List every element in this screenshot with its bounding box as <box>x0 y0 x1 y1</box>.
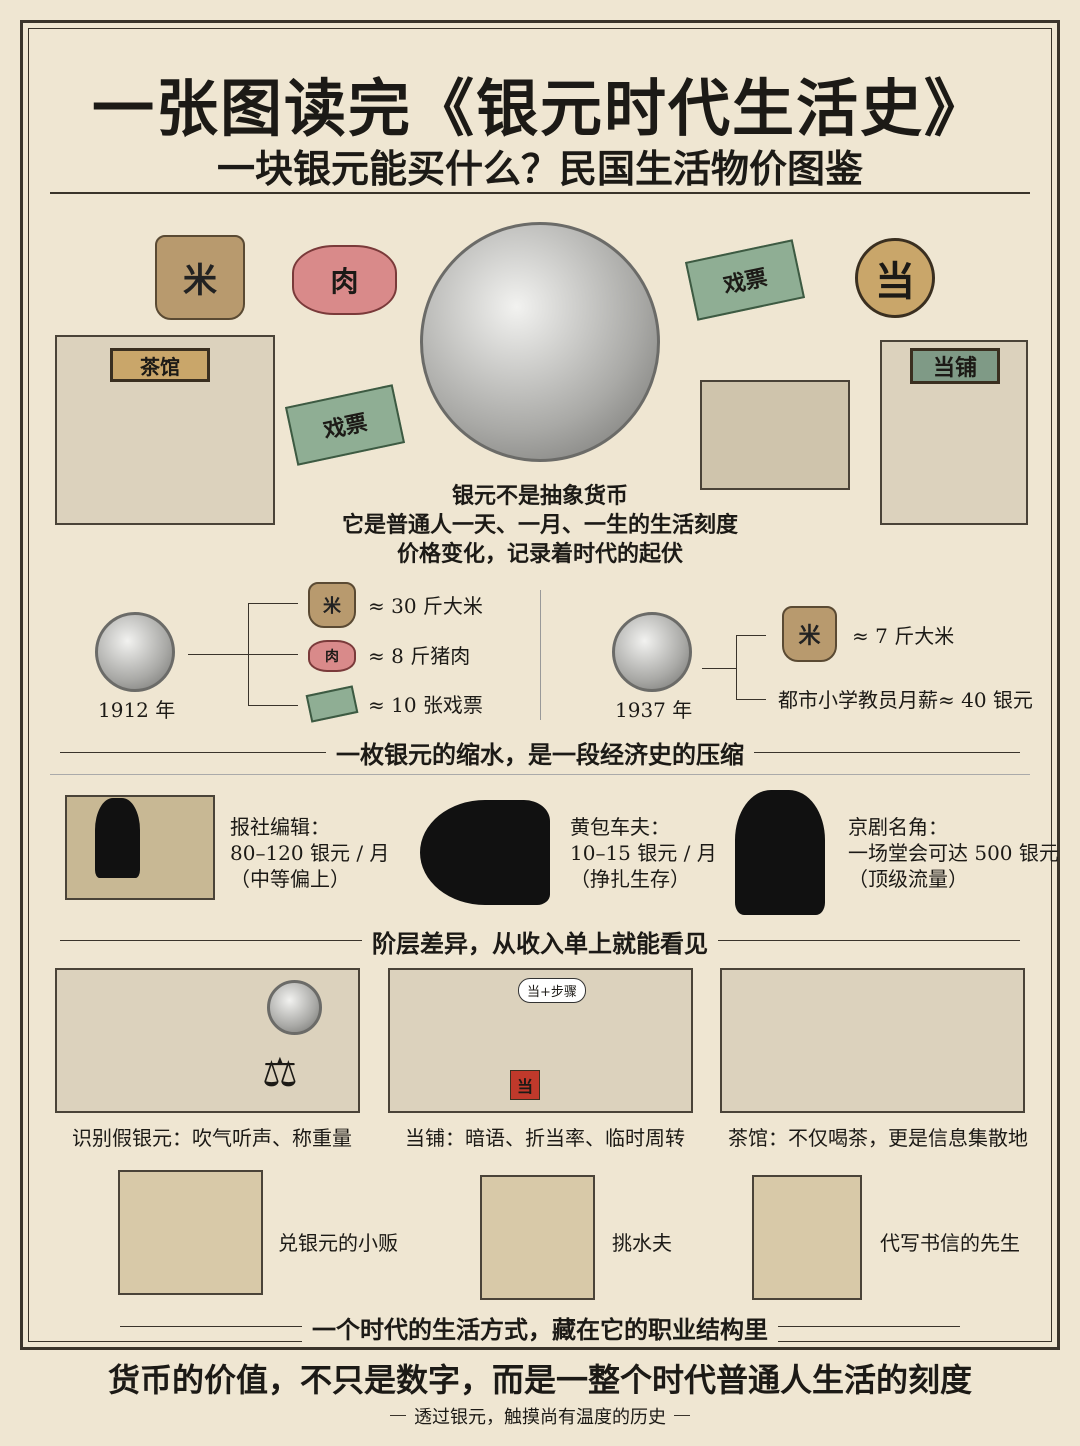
outer-border <box>20 20 1060 1350</box>
rice-icon: 米 <box>308 582 356 628</box>
income-title: 黄包车夫： <box>570 815 670 839</box>
page-title: 一张图读完《银元时代生活史》 <box>91 72 988 145</box>
opera-star-silhouette <box>735 790 825 915</box>
income-note: （中等偏上） <box>230 867 350 891</box>
speech-bubble: 当+步骤 <box>518 978 586 1003</box>
coin-vendor-illustration <box>118 1170 263 1295</box>
intro-line: 价格变化，记录着时代的起伏 <box>396 541 683 567</box>
item-1912: ≈ 10 张戏票 <box>368 693 483 717</box>
income-opera: 京剧名角： 一场堂会可达 500 银元 （顶级流量） <box>848 814 1059 892</box>
income-note: （顶级流量） <box>848 867 968 891</box>
item-1937: ≈ 7 斤大米 <box>852 624 955 648</box>
coin-1937 <box>612 612 692 692</box>
teahouse-sign: 茶馆 <box>110 348 210 382</box>
section-caption: 一枚银元的缩水，是一段经济史的压缩 <box>326 740 754 769</box>
editor-figure <box>95 798 140 878</box>
coin-icon <box>267 980 322 1035</box>
income-editor: 报社编辑： 80–120 银元 / 月 （中等偏上） <box>230 814 389 892</box>
meat-illustration: 肉 <box>292 245 397 315</box>
teahouse-scene <box>720 968 1025 1113</box>
rice-bag-illustration: 米 <box>155 235 245 320</box>
income-value: 一场堂会可达 500 银元 <box>848 841 1059 865</box>
income-value: 10–15 银元 / 月 <box>570 841 717 865</box>
job-label: 代写书信的先生 <box>880 1231 1020 1255</box>
editor-silhouette <box>65 795 215 900</box>
intro-line: 银元不是抽象货币 <box>451 483 628 509</box>
intro-text: 银元不是抽象货币 它是普通人一天、一月、一生的生活刻度 价格变化，记录着时代的起… <box>290 482 790 569</box>
letter-writer-illustration <box>752 1175 862 1300</box>
year-1912: 1912 年 <box>98 698 176 722</box>
job-label: 兑银元的小贩 <box>278 1231 398 1255</box>
silver-dollar-coin <box>420 222 660 462</box>
income-note: （挣扎生存） <box>570 867 690 891</box>
intro-line: 它是普通人一天、一月、一生的生活刻度 <box>341 512 738 538</box>
coin-1912 <box>95 612 175 692</box>
water-carrier-illustration <box>480 1175 595 1300</box>
item-1912: ≈ 30 斤大米 <box>368 594 483 618</box>
section-caption: 一个时代的生活方式，藏在它的职业结构里 <box>302 1315 778 1344</box>
income-title: 京剧名角： <box>848 815 948 839</box>
rice-icon: 米 <box>782 606 837 662</box>
scene-caption: 当铺：暗语、折当率、临时周转 <box>405 1126 685 1150</box>
pawn-mark: 当 <box>510 1070 540 1100</box>
footer-main: 货币的价值，不只是数字，而是一整个时代普通人生活的刻度 <box>107 1361 972 1399</box>
pawn-shop-round-sign: 当 <box>855 238 935 318</box>
page-subtitle: 一块银元能买什么？民国生活物价图鉴 <box>216 146 863 191</box>
fake-coin-scene: ⚖ <box>55 968 360 1113</box>
pawnshop-scene: 当+步骤 当 <box>388 968 693 1113</box>
pawnshop-sign: 当铺 <box>910 348 1000 384</box>
item-1912: ≈ 8 斤猪肉 <box>368 644 471 668</box>
divider <box>50 192 1030 194</box>
income-title: 报社编辑： <box>230 815 330 839</box>
scene-caption: 识别假银元：吹气听声、称重量 <box>72 1126 352 1150</box>
rickshaw-illustration <box>700 380 850 490</box>
job-label: 挑水夫 <box>612 1231 672 1255</box>
income-rickshaw: 黄包车夫： 10–15 银元 / 月 （挣扎生存） <box>570 814 717 892</box>
section-caption: 阶层差异，从收入单上就能看见 <box>362 929 718 958</box>
scale-icon: ⚖ <box>262 1050 298 1096</box>
income-value: 80–120 银元 / 月 <box>230 841 390 865</box>
item-1937: 都市小学教员月薪≈ 40 银元 <box>778 688 1033 712</box>
rickshaw-puller-silhouette <box>420 800 550 905</box>
year-1937: 1937 年 <box>615 698 693 722</box>
meat-icon: 肉 <box>308 640 356 672</box>
footer-sub: 透过银元，触摸尚有温度的历史 <box>406 1407 674 1428</box>
scene-caption: 茶馆：不仅喝茶，更是信息集散地 <box>728 1126 1028 1150</box>
